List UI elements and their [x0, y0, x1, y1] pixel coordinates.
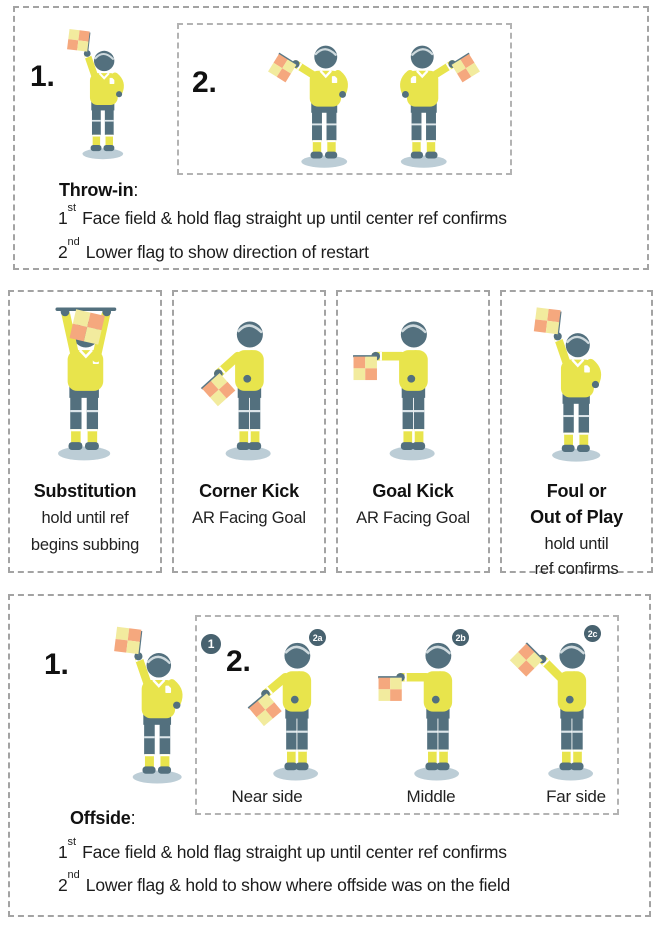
- throw-in-step2-panel: 2.: [177, 23, 512, 175]
- offside-far-badge: 2c: [582, 623, 603, 644]
- offside-figure-far-side: [506, 586, 637, 784]
- offside-heading-word: Offside: [70, 808, 131, 828]
- throw-in-heading-word: Throw-in: [59, 180, 134, 200]
- foul-title-line2: Out of Play: [530, 507, 623, 527]
- offside-step1-badge: 1: [199, 632, 223, 656]
- throw-in-step2-number: 2.: [192, 66, 217, 99]
- substitution-figure: [19, 264, 151, 464]
- offside-label-far-side: Far side: [546, 787, 606, 806]
- offside-figure-near-side: [231, 586, 362, 784]
- goal-kick-caption: AR Facing Goal: [356, 509, 470, 527]
- offside-step2-panel: 2. 2a 2b 2c Near side Middle Far side: [195, 615, 619, 815]
- offside-step1-number: 1.: [44, 648, 69, 681]
- foul-caption-line2: ref confirms: [534, 560, 619, 578]
- offside-label-near-side: Near side: [231, 787, 303, 806]
- throw-in-heading: Throw-in:: [59, 180, 139, 200]
- signal-card-foul-out-of-play: Foul or Out of Play hold until ref confi…: [500, 290, 653, 578]
- corner-kick-caption: AR Facing Goal: [192, 509, 306, 527]
- throw-in-figure-point-right: [365, 0, 481, 171]
- signal-card-corner-kick: Corner Kick AR Facing Goal: [172, 290, 326, 573]
- throw-in-figure-point-left: [267, 0, 383, 171]
- offside-middle-badge: 2b: [450, 627, 471, 648]
- substitution-caption-line1: hold until ref: [41, 509, 129, 527]
- corner-kick-figure: [183, 264, 315, 464]
- goal-kick-title: Goal Kick: [372, 481, 454, 501]
- throw-in-figure-flag-up: [52, 6, 155, 162]
- offside-step2-number: 2.: [226, 645, 251, 678]
- offside-section: 1. 1 2. 2a 2b 2c Near side Middle Far si…: [8, 594, 651, 917]
- offside-figure-flag-up: [96, 599, 220, 787]
- foul-title-line1: Foul or: [546, 481, 607, 501]
- foul-figure-flag-up: [516, 280, 638, 465]
- corner-kick-title: Corner Kick: [199, 481, 299, 501]
- offside-heading: Offside:: [70, 808, 136, 828]
- offside-label-middle: Middle: [406, 787, 456, 806]
- offside-near-badge: 2a: [307, 627, 328, 648]
- substitution-caption-line2: begins subbing: [30, 536, 140, 554]
- foul-caption-line1: hold until: [544, 535, 609, 553]
- throw-in-step1-number: 1.: [30, 60, 55, 93]
- goal-kick-figure: [347, 264, 479, 464]
- offside-figure-middle: [372, 586, 503, 784]
- signal-card-goal-kick: Goal Kick AR Facing Goal: [336, 290, 490, 573]
- substitution-title: Substitution: [33, 481, 137, 501]
- signal-card-substitution: Substitution hold until ref begins subbi…: [8, 290, 162, 573]
